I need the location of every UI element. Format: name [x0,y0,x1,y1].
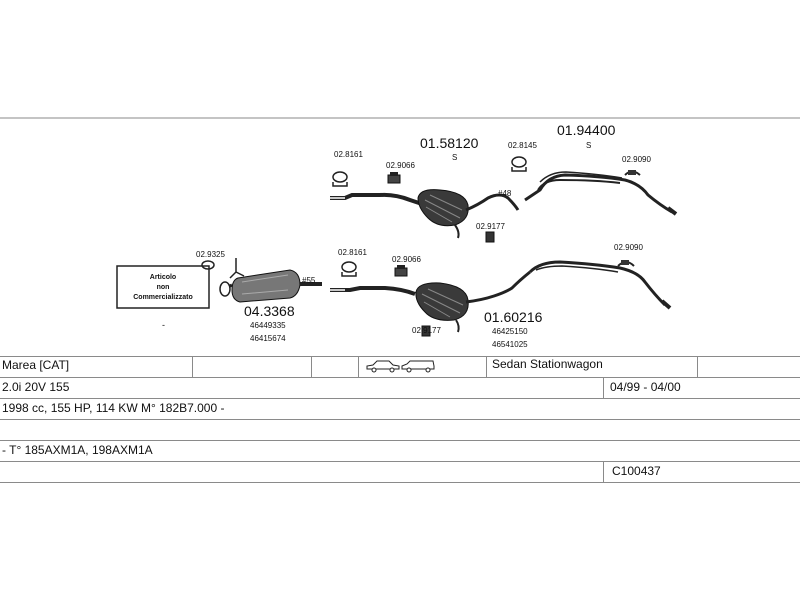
table-col-line-e [697,356,698,377]
not-sold-box [116,265,210,309]
lower-front-pipe-label: 04.3368 [244,303,295,319]
lower-hanger-label: 02.9066 [392,255,421,264]
car-icons-svg [366,360,435,373]
lower-front-pipe-ref2: 46415674 [250,334,286,343]
car-body-icons [365,358,437,374]
upper-clamp-left-icon [332,171,348,187]
table-col-line-c [358,356,359,377]
lower-rear-pipe [528,260,667,307]
upper-rear-pipe [524,173,673,214]
vehicle-model: Marea [CAT] [2,358,70,372]
lower-hanger-rear-label: 02.9090 [614,243,643,252]
table-col-line-b [311,356,312,377]
lower-front-pipe-ref1: 46449335 [250,321,286,330]
upper-rear-silencer-line [537,178,621,191]
catalog-code: C100437 [612,464,661,478]
table-col-line-d [486,356,487,377]
lower-rear-silencer-line [535,265,619,273]
vehicle-body-types: Sedan Stationwagon [492,357,603,371]
lower-mid-pipe [465,270,531,304]
lower-rubber-mount-icon [421,325,431,337]
table-line-4 [0,419,800,420]
table-line-6 [0,461,800,462]
table-line-5 [0,440,800,441]
lower-hanger-front-icon [201,260,215,270]
table-col-line-f [603,377,604,398]
upper-hanger-left-label: 02.9066 [386,161,415,170]
lower-middle-silencer [415,282,469,321]
lower-hanger-front-label: 02.9325 [196,250,225,259]
upper-hanger-rear-label: 02.9090 [622,155,651,164]
upper-middle-silencer-shading [424,194,463,223]
upper-middle-silencer-label: 01.58120 [420,135,479,151]
upper-hanger-rear-icon [624,170,641,176]
upper-middle-silencer [417,189,469,227]
table-line-1 [0,356,800,357]
lower-rubber-mount-label: 02.9177 [412,326,441,335]
lower-rear-silencer-label: 01.60216 [484,309,543,325]
lower-silencer-tail [455,319,460,333]
upper-tailpipe-tip [666,206,678,216]
upper-rear-silencer-suffix: S [586,141,591,150]
lower-middle-silencer-shading [421,288,464,318]
table-col-line-a [192,356,193,377]
upper-diameter-label: #48 [498,189,512,198]
vehicle-engine-codes: - T° 185AXM1A, 198AXM1A [2,443,153,457]
lower-clamp-icon [341,261,357,277]
lower-catalyst-shading [241,274,289,295]
lower-rear-silencer-ref2: 46541025 [492,340,528,349]
upper-rubber-mount-icon [485,231,495,243]
vehicle-years: 04/99 - 04/00 [610,380,681,394]
lower-hanger-icon [394,265,408,277]
table-line-2 [0,377,800,378]
sedan-icon [366,360,400,373]
lower-rear-silencer-ref1: 46425150 [492,327,528,336]
vehicle-engine: 2.0i 20V 155 [2,380,70,394]
lower-hanger-rear-icon [617,260,635,267]
upper-rubber-mount-label: 02.9177 [476,222,505,231]
not-sold-line3: Commercializzato [133,294,193,301]
upper-middle-silencer-suffix: S [452,153,457,162]
upper-clamp-left-label: 02.8161 [334,150,363,159]
table-line-3 [0,398,800,399]
lower-sensor-bracket [229,258,245,279]
upper-hanger-left-icon [387,172,401,184]
table-line-7 [0,482,800,483]
lower-clamp-label: 02.8161 [338,248,367,257]
not-sold-dash: - [162,320,165,330]
upper-rear-silencer-line2 [539,171,623,183]
lower-tailpipe-tip [660,299,672,310]
not-sold-line2: non [157,284,170,291]
lower-diameter-label: #55 [302,276,316,285]
upper-silencer-tail [454,224,460,239]
lower-catalyst-body [231,269,301,303]
lower-front-flange [219,281,231,297]
table-col-line-g [603,461,604,482]
upper-inlet-pipe [330,192,426,207]
stationwagon-icon [401,360,435,373]
upper-rear-silencer-label: 01.94400 [557,122,616,138]
upper-clamp-right-icon [511,156,527,172]
lower-inlet-pipe [330,286,416,296]
not-sold-line1: Articolo [150,274,176,281]
upper-mid-pipe [465,193,520,212]
vehicle-specs: 1998 cc, 155 HP, 114 KW M° 182B7.000 - [2,401,225,415]
upper-clamp-right-label: 02.8145 [508,141,537,150]
